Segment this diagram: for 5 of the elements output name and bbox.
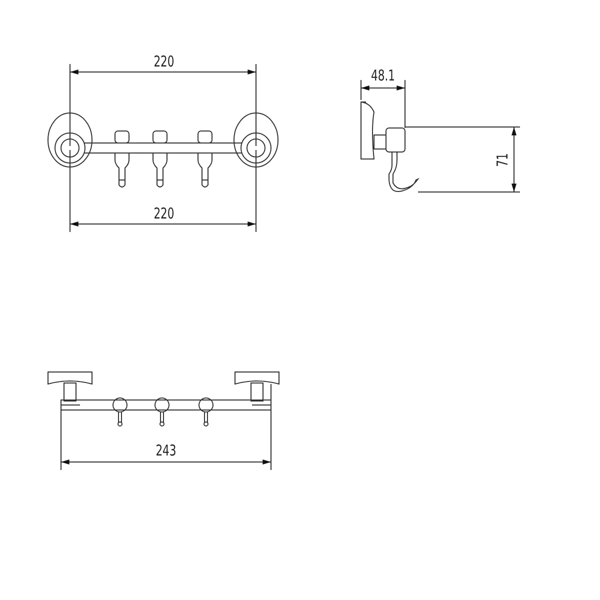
dimension-label: 243	[156, 444, 176, 458]
dimension-label: 220	[154, 206, 174, 222]
dimension-label: 48.1	[370, 68, 396, 84]
dimension-label: 220	[154, 54, 174, 70]
dimension-label: 71	[496, 153, 510, 167]
